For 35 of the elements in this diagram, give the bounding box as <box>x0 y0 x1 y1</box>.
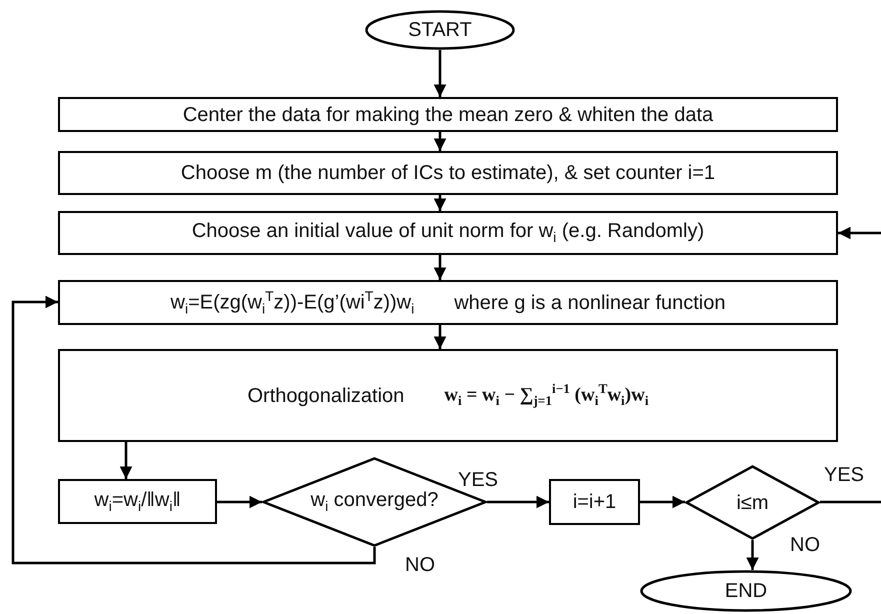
node-text: w$_{i}$=E(zg(w$_{i}$$^{T}$z))-E(g’(wi$^{T}$z))w$_{i}$ <box>170 288 414 316</box>
node-text: START <box>408 19 472 41</box>
arrow <box>434 255 446 280</box>
process-box <box>58 97 838 132</box>
terminal-ellipse <box>365 10 515 50</box>
node-text: Choose an initial value of unit norm for w$_{i}$ (e.g. Randomly) <box>192 220 704 246</box>
formula: w$_{i}$ = w$_{i}$ − ∑$_{j=1}$$^{i−1}$ (w$_{i}$$^{T}$w$_{i}$)w$_{i}$ <box>444 382 649 409</box>
arrow <box>120 442 132 479</box>
process-box <box>58 211 838 255</box>
node-text: Center the data for making the mean zero & whiten the data <box>182 104 714 126</box>
process-box <box>58 349 838 442</box>
node-text: i≤m <box>736 492 769 514</box>
process-box <box>58 151 838 195</box>
arrow <box>217 496 262 508</box>
node-text: w$_{i}$=w$_{i}$/‖w$_{i}$‖ <box>94 488 181 514</box>
arrow <box>487 496 549 508</box>
edge-label: YES <box>458 470 498 490</box>
node-text: END <box>724 580 768 602</box>
node-text: where g is a nonlinear function <box>454 292 726 314</box>
node-text: Orthogonalization <box>247 384 404 406</box>
process-box <box>549 479 640 525</box>
arrow <box>434 195 446 211</box>
arrow <box>12 296 376 564</box>
node-text: i=i+1 <box>572 491 616 513</box>
node-text: Choose m (the number of ICs to estimate), & set counter i=1 <box>180 162 716 184</box>
process-box <box>58 280 838 325</box>
arrow <box>640 496 685 508</box>
arrow <box>434 132 446 151</box>
arrow <box>434 50 446 97</box>
arrow <box>434 325 446 349</box>
node-text: w$_{i}$ converged? <box>310 489 438 515</box>
arrow <box>838 226 881 240</box>
terminal-ellipse <box>640 570 852 612</box>
arrow <box>746 540 759 570</box>
process-box <box>58 479 217 524</box>
